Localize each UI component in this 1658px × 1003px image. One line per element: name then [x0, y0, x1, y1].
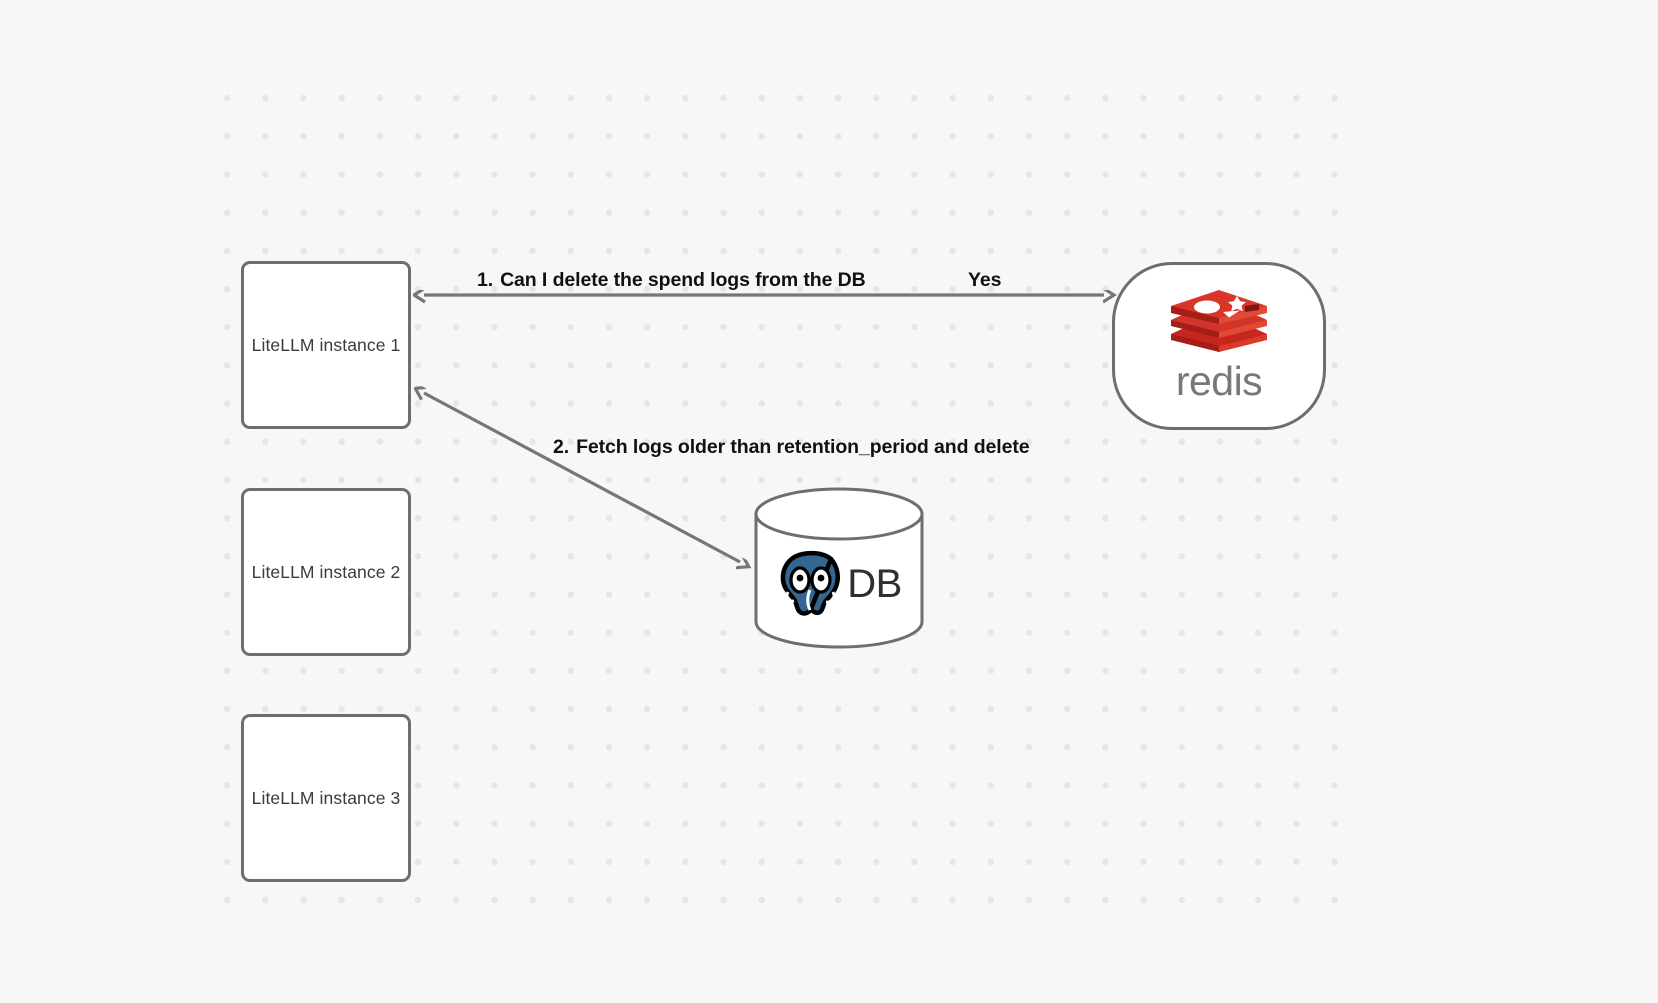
postgresql-elephant-icon — [776, 546, 846, 623]
node-redis[interactable]: redis — [1112, 262, 1326, 430]
edge-2-line — [424, 393, 740, 562]
edge-1-reply-label: Yes — [968, 269, 1002, 291]
edge-2-text: Fetch logs older than retention_period a… — [576, 436, 1030, 458]
node-litellm-instance-3-label: LiteLLM instance 3 — [251, 787, 401, 808]
edge-1-text: Can I delete the spend logs from the DB — [500, 269, 866, 291]
redis-logo-icon — [1167, 290, 1271, 359]
edge-2-label: 2. Fetch logs older than retention_period… — [553, 436, 1030, 459]
edge-1-number: 1. — [477, 269, 494, 291]
node-litellm-instance-3[interactable]: LiteLLM instance 3 — [241, 714, 411, 882]
redis-wordmark: redis — [1175, 358, 1263, 404]
node-litellm-instance-1-label: LiteLLM instance 1 — [251, 334, 401, 355]
edge-1-label: 1. Can I delete the spend logs from the D… — [477, 269, 866, 292]
node-litellm-instance-2-label: LiteLLM instance 2 — [251, 561, 401, 582]
db-label: DB — [847, 561, 902, 606]
node-litellm-instance-1[interactable]: LiteLLM instance 1 — [241, 261, 411, 429]
node-db[interactable]: DB — [753, 487, 925, 649]
edge-2-number: 2. — [553, 436, 570, 458]
node-litellm-instance-2[interactable]: LiteLLM instance 2 — [241, 488, 411, 656]
